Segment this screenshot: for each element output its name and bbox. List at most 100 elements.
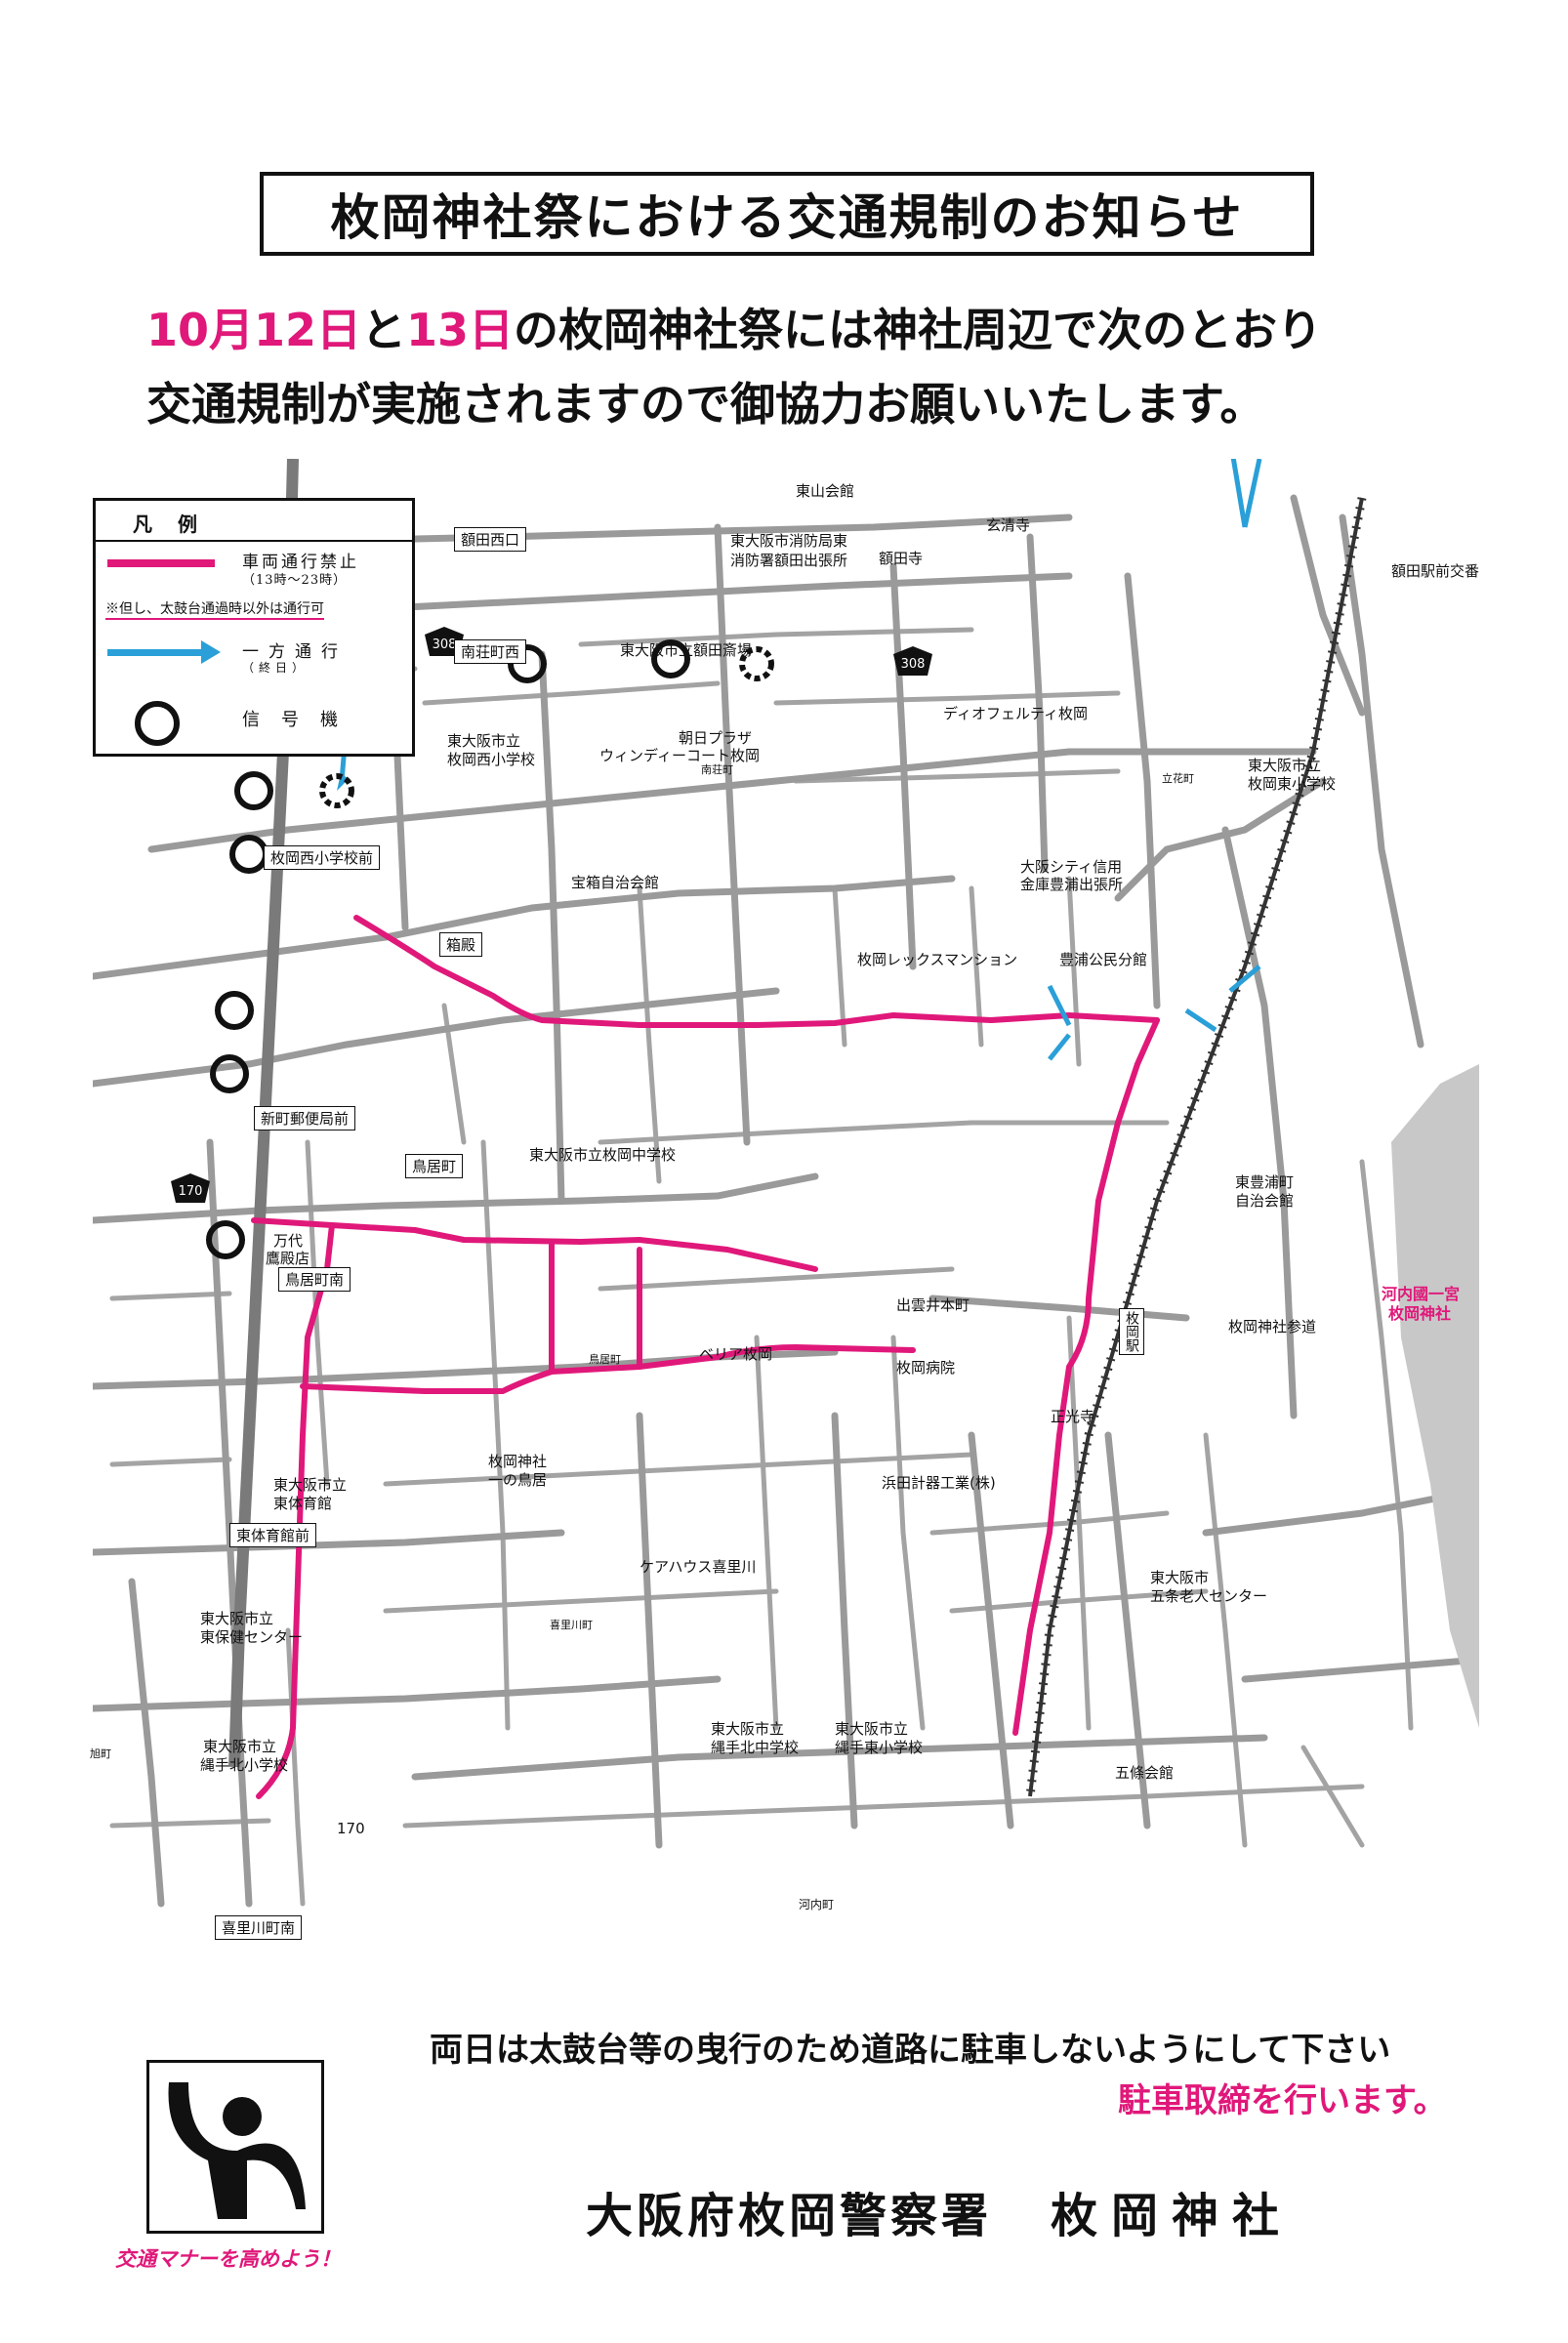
intersection-label: 新町郵便局前 <box>254 1106 356 1130</box>
route-badge-label: 170 <box>329 1007 357 1025</box>
place-label: ディオフェルティ枚岡 <box>943 705 1089 722</box>
place-label: 東大阪市立 <box>1248 757 1322 774</box>
intersection-label: 南荘町西 <box>454 639 527 664</box>
map-legend: 凡例 車両通行禁止 （13時～23時） ※但し、太鼓台通過時以外は通行可 一方通… <box>93 498 415 757</box>
legend-closure-label: 車両通行禁止 <box>242 553 359 572</box>
place-label: 東大阪市立 <box>835 1720 909 1738</box>
place-label: 東保健センター <box>200 1628 304 1646</box>
place-label: 南荘町 <box>701 763 733 776</box>
place-label: 東大阪市消防局東 <box>730 532 848 550</box>
svg-text:170: 170 <box>179 1184 203 1199</box>
place-label: ケアハウス喜里川 <box>640 1558 757 1576</box>
place-label: 正光寺 <box>1051 1408 1095 1425</box>
place-label: 縄手北中学校 <box>711 1739 800 1756</box>
place-label: 枚岡レックスマンション <box>857 951 1018 968</box>
legend-note: ※但し、太鼓台通過時以外は通行可 <box>105 598 324 620</box>
safety-person-icon <box>168 2082 306 2219</box>
traffic-map: 170 170 308 308 <box>93 459 1479 1908</box>
legend-divider <box>96 540 412 542</box>
place-label: 立花町 <box>1162 772 1194 785</box>
place-label: 万代 <box>273 1232 304 1250</box>
intersection-label: 喜里川町南 <box>215 1915 303 1940</box>
svg-text:308: 308 <box>901 657 926 672</box>
place-label: 自治会館 <box>1235 1192 1295 1210</box>
place-label: 浜田計器工業(株) <box>882 1474 996 1492</box>
place-label: 東大阪市立 <box>447 732 521 750</box>
page-title: 枚岡神社祭における交通規制のお知らせ <box>260 172 1314 256</box>
place-label: ウィンディーコート枚岡 <box>599 747 760 764</box>
legend-oneway-arrow-icon <box>201 640 221 664</box>
intersection-label: 東体育館前 <box>229 1523 317 1547</box>
shrine-label: 河内國一宮 <box>1382 1285 1461 1303</box>
place-label: 枚岡病院 <box>896 1359 956 1377</box>
legend-header: 凡例 <box>133 513 223 536</box>
closure-routes <box>251 915 1160 1799</box>
intersection-label: 枚岡西小学校前 <box>264 845 381 870</box>
place-label: 枚岡西小学校 <box>447 751 536 768</box>
place-label: 東大阪市立額田斎場 <box>620 641 753 659</box>
place-label: 額田寺 <box>879 550 924 567</box>
legend-signal-icon <box>135 701 180 746</box>
place-label: 東大阪市立枚岡中学校 <box>529 1146 677 1164</box>
place-label: 東大阪市 <box>1150 1569 1210 1586</box>
place-label: 朝日プラザ <box>679 729 753 747</box>
legend-closure-time: （13時～23時） <box>242 573 348 588</box>
legend-signal-label: 信号機 <box>242 710 359 730</box>
place-label: 鳥居町 <box>589 1353 621 1366</box>
place-label: 枚岡神社参道 <box>1228 1318 1317 1336</box>
police-station: 大阪府枚岡警察署 <box>586 2189 993 2243</box>
date-2: 13日 <box>406 304 515 356</box>
parking-notice: 両日は太鼓台等の曳行のため道路に駐車しないようにして下さい <box>430 2031 1391 2070</box>
enforcement-notice: 駐車取締を行います。 <box>1118 2081 1447 2120</box>
place-label: 縄手東小学校 <box>835 1739 924 1756</box>
place-label: 喜里川町 <box>550 1619 593 1631</box>
place-label: 東山会館 <box>796 482 855 500</box>
place-label: 鷹殿店 <box>266 1250 310 1267</box>
place-label: 東大阪市立 <box>711 1720 785 1738</box>
road-network <box>93 494 1479 1908</box>
place-label: 大阪シティ信用 <box>1020 858 1123 876</box>
place-label: 東体育館 <box>273 1495 333 1512</box>
place-label: 旭町 <box>90 1747 111 1760</box>
place-label: 豊浦公民分館 <box>1059 951 1148 968</box>
intersection-label: 鳥居町南 <box>278 1267 351 1292</box>
place-label: 金庫豊浦出張所 <box>1020 876 1124 893</box>
date-1: 10月12日 <box>146 304 362 356</box>
intro-line2: 交通規制が実施されますので御協力お願いいたします。 <box>146 378 1265 431</box>
slogan: 交通マナーを高めよう！ <box>115 2247 341 2271</box>
place-label: 枚岡東小学校 <box>1248 775 1337 793</box>
intro-line1-rest: の枚岡神社祭には神社周辺で次のとおり <box>514 304 1323 356</box>
place-label: ベリア枚岡 <box>699 1345 773 1363</box>
place-label: 一の鳥居 <box>488 1471 548 1489</box>
footer-issuers: 大阪府枚岡警察署 枚岡神社 <box>586 2177 1293 2245</box>
place-label: 五条老人センター <box>1150 1587 1268 1605</box>
intersection-label: 箱殿 <box>439 932 483 957</box>
shrine-name: 枚岡神社 <box>1051 2189 1294 2243</box>
svg-text:308: 308 <box>433 637 457 652</box>
place-label: 河内町 <box>799 1898 835 1911</box>
river <box>1391 1064 1479 1728</box>
place-label: 縄手北小学校 <box>200 1756 289 1774</box>
legend-closure-line <box>107 559 215 567</box>
legend-oneway-time: （終日） <box>242 661 309 675</box>
place-label: 出雲井本町 <box>896 1296 970 1314</box>
place-label: 枚岡神社 <box>488 1453 548 1470</box>
shrine-label: 枚岡神社 <box>1388 1304 1452 1323</box>
place-label: 額田駅前交番 <box>1391 562 1480 580</box>
intersection-label: 額田西口 <box>454 527 527 552</box>
intersection-label: 鳥居町 <box>405 1154 464 1178</box>
legend-oneway-label: 一方通行 <box>242 642 348 662</box>
place-label: 東大阪市立 <box>203 1738 277 1755</box>
intro-conj: と <box>361 304 407 356</box>
route-badge-label: 170 <box>337 1820 365 1837</box>
place-label: 東大阪市立 <box>200 1610 274 1627</box>
place-label: 宝箱自治会館 <box>571 874 660 891</box>
place-label: 五條会館 <box>1115 1764 1175 1782</box>
route-badge-label: 308 <box>656 979 684 997</box>
legend-oneway-line <box>107 649 205 656</box>
station-label: 枚岡駅 <box>1119 1308 1144 1355</box>
place-label: 消防署額田出張所 <box>730 552 848 569</box>
traffic-safety-logo <box>146 2060 324 2234</box>
place-label: 玄清寺 <box>986 516 1031 534</box>
railway <box>1025 497 1367 1797</box>
